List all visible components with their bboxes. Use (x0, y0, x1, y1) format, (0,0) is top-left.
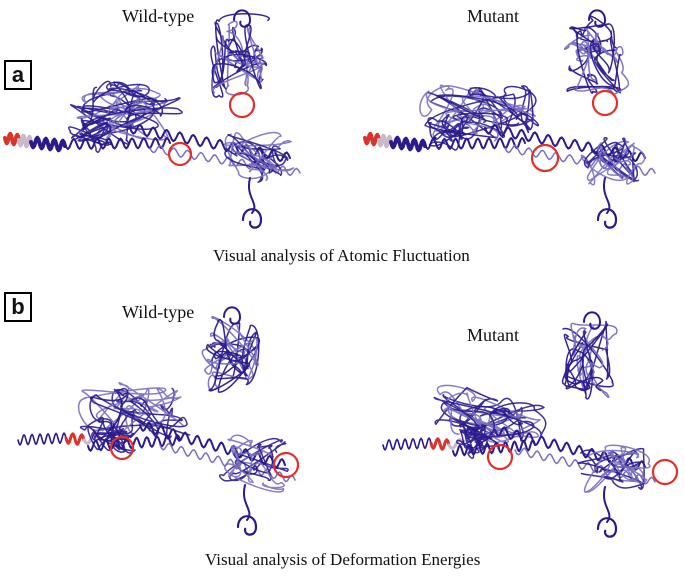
ribbon-loop (223, 132, 292, 180)
ribbon-loop (569, 23, 621, 90)
highlight-circle (167, 141, 193, 167)
ribbon-loop (226, 26, 264, 83)
ribbon-loop (91, 387, 183, 441)
highlight-circle (486, 443, 514, 471)
helix-segment (64, 137, 171, 150)
ribbon-loop (566, 26, 622, 94)
ribbon-loop (214, 324, 260, 386)
ribbon-loop (574, 27, 630, 96)
helix-segment (452, 439, 536, 457)
flexible-tail-segment (363, 131, 381, 147)
ribbon-loop (207, 316, 258, 391)
ribbon-loop (596, 208, 618, 229)
ribbon-loop (89, 387, 188, 438)
helix-segment (139, 421, 286, 469)
panel-label-b: b (4, 292, 32, 322)
ribbon-loop (583, 444, 651, 493)
ribbon-loop (586, 142, 646, 185)
ribbon-loop (443, 392, 540, 444)
highlight-circle (530, 143, 560, 173)
panel-label-a: a (4, 60, 32, 90)
ribbon-loop (231, 131, 295, 181)
ribbon-loop (430, 85, 537, 140)
protein-structure-mutant-a (355, 8, 665, 248)
flexible-tail-segment (447, 438, 465, 450)
mutant-title-a: Mutant (467, 6, 519, 26)
ribbon-loop (602, 177, 611, 214)
ribbon-loop (247, 177, 256, 214)
helix-segment (484, 123, 646, 163)
ribbon-loop (428, 115, 470, 151)
ribbon-loop (459, 421, 500, 460)
helix-segment (389, 135, 427, 153)
flexible-tail-segment (429, 437, 451, 451)
wildtype-title-b: Wild-type (122, 302, 195, 322)
helix-segment (159, 442, 296, 483)
ribbon-loop (564, 323, 609, 392)
ribbon-loop (211, 24, 262, 90)
helix-segment (17, 432, 67, 446)
ribbon-loop (583, 311, 601, 330)
ribbon-loop (570, 322, 618, 398)
wildtype-title-a: Wild-type (122, 6, 195, 26)
ribbon-loop (427, 115, 467, 140)
ribbon-loop (456, 423, 493, 454)
protein-structure-wildtype-a (0, 8, 310, 248)
ribbon-loop (82, 80, 183, 131)
ribbon-loop (205, 318, 250, 392)
ribbon-loop (241, 208, 263, 229)
helix-segment (424, 137, 526, 150)
ribbon-loop (209, 322, 260, 393)
ribbon-loop (562, 328, 614, 400)
ribbon-loop (87, 423, 126, 453)
ribbon-loop (602, 486, 611, 523)
highlight-circle (109, 435, 135, 461)
helix-segment (29, 135, 67, 153)
protein-structure-wildtype-b (10, 300, 320, 545)
ribbon-loop (242, 484, 251, 521)
ribbon-loop (224, 444, 285, 493)
ribbon-loop (236, 515, 258, 536)
ribbon-loop (67, 117, 112, 146)
ribbon-loop (233, 9, 251, 28)
ribbon-loop (596, 517, 618, 538)
flexible-tail-segment (64, 432, 86, 446)
ribbon-loop (579, 449, 640, 483)
mutant-title-b: Mutant (467, 325, 519, 345)
highlight-circle (651, 458, 679, 486)
ribbon-loop (584, 137, 634, 177)
highlight-circle (591, 89, 619, 117)
protein-structure-mutant-b (375, 305, 685, 545)
highlight-circle (228, 91, 256, 119)
flexible-tail-segment (3, 131, 21, 147)
caption-b: Visual analysis of Deformation Energies (205, 550, 481, 569)
ribbon-loop (588, 9, 606, 28)
ribbon-loop (201, 322, 259, 375)
flexible-tail-segment (17, 133, 33, 149)
ribbon-loop (80, 394, 191, 440)
helix-segment (382, 437, 432, 451)
ribbon-loop (227, 434, 274, 478)
ribbon-loop (436, 87, 540, 134)
caption-a: Visual analysis of Atomic Fluctuation (213, 246, 470, 265)
flexible-tail-segment (377, 133, 393, 149)
highlight-circle (272, 451, 300, 479)
ribbon-loop (223, 306, 241, 325)
